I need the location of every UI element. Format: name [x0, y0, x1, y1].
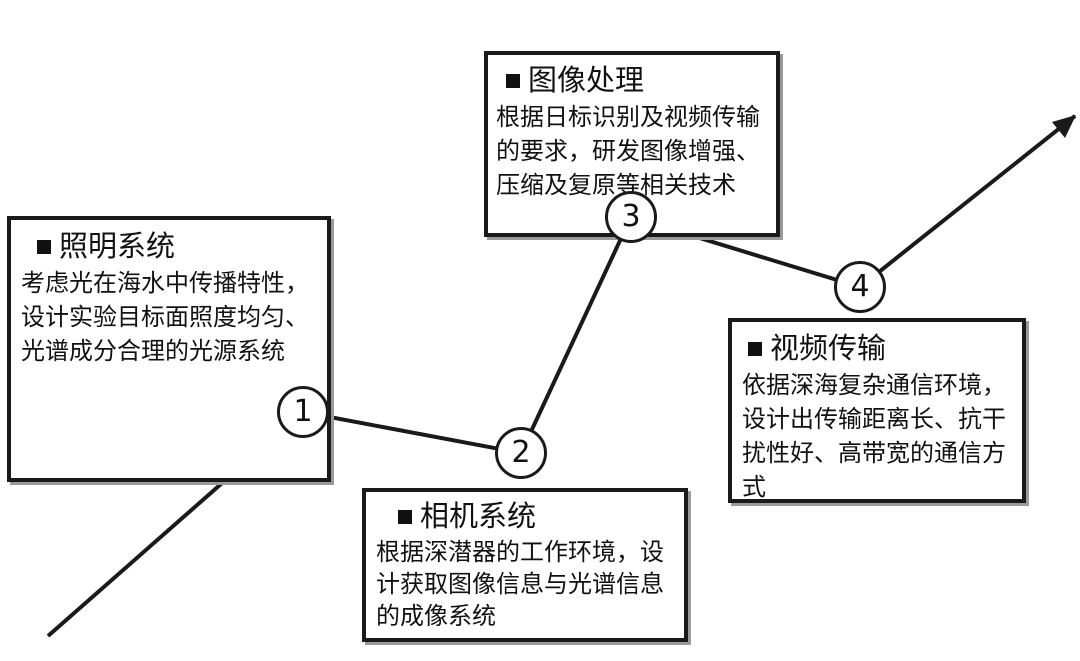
square-bullet-icon: [748, 342, 762, 356]
square-bullet-icon: [506, 74, 520, 88]
lighting-system-description: 考虑光在海水中传播特性，设计实验目标面照度均匀、光谱成分合理的光源系统: [21, 269, 309, 365]
lighting-system-box: 照明系统 考虑光在海水中传播特性，设计实验目标面照度均匀、光谱成分合理的光源系统: [7, 216, 331, 482]
image-processing-box: 图像处理 根据日标识别及视频传输的要求，研发图像增强、压缩及复原等相关技术: [484, 51, 780, 237]
camera-system-title: 相机系统: [376, 496, 674, 536]
step-node-3: 3: [605, 191, 657, 243]
arrow-head-icon: [1052, 115, 1076, 138]
video-transmission-title: 视频传输: [742, 328, 1012, 368]
step-node-4: 4: [834, 261, 886, 313]
camera-system-box: 相机系统 根据深潜器的工作环境，设计获取图像信息与光谱信息的成像系统: [362, 488, 688, 642]
lighting-system-title: 照明系统: [21, 226, 317, 266]
step-node-2: 2: [495, 427, 547, 479]
image-processing-title: 图像处理: [496, 60, 768, 100]
camera-system-description: 根据深潜器的工作环境，设计获取图像信息与光谱信息的成像系统: [376, 538, 664, 630]
video-transmission-description: 依据深海复杂通信环境，设计出传输距离长、抗干扰性好、高带宽的通信方式: [742, 371, 1006, 501]
square-bullet-icon: [398, 510, 412, 524]
square-bullet-icon: [37, 240, 51, 254]
step-node-1: 1: [277, 386, 329, 438]
video-transmission-box: 视频传输 依据深海复杂通信环境，设计出传输距离长、抗干扰性好、高带宽的通信方式: [728, 318, 1026, 503]
image-processing-description: 根据日标识别及视频传输的要求，研发图像增强、压缩及复原等相关技术: [496, 103, 760, 199]
